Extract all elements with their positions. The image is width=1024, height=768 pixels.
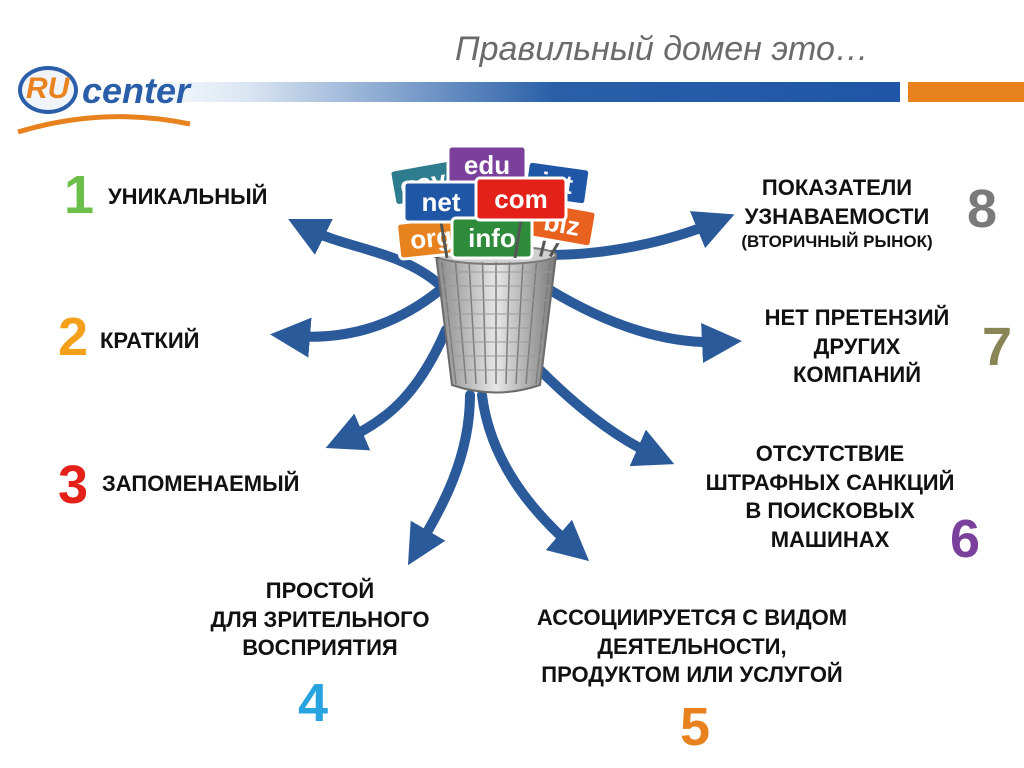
- sign-label: com: [494, 184, 547, 214]
- item-2-label: КРАТКИЙ: [100, 327, 199, 356]
- ru-center-logo: RU center: [14, 62, 204, 142]
- basket-mesh-line: [454, 261, 467, 385]
- basket-mesh-line: [441, 261, 457, 385]
- basket-icon: [434, 245, 558, 394]
- item-8-subline: (ВТОРИЧНЫЙ РЫНОК): [741, 232, 933, 252]
- item-4-label: ПРОСТОЙ ДЛЯ ЗРИТЕЛЬНОГО ВОСПРИЯТИЯ: [170, 577, 470, 663]
- item-1-label: УНИКАЛЬНЫЙ: [108, 183, 267, 212]
- sign-post: [439, 221, 449, 259]
- item-8-line: ПОКАЗАТЕЛИ: [761, 175, 913, 200]
- sign-label: info: [468, 223, 516, 253]
- item-5-line: ПРОДУКТОМ ИЛИ УСЛУГОЙ: [541, 662, 843, 688]
- arrow: [407, 390, 475, 566]
- domain-sign-info: info: [450, 216, 534, 260]
- item-5-line: ДЕЯТЕЛЬНОСТИ,: [597, 633, 787, 659]
- sign-post: [548, 240, 561, 258]
- logo-swoosh-icon: [17, 114, 191, 135]
- item-1-number: 1: [64, 165, 95, 225]
- item-7-number: 7: [982, 317, 1013, 377]
- item-1-line: УНИКАЛЬНЫЙ: [108, 184, 268, 209]
- item-3-label: ЗАПОМЕНАЕМЫЙ: [102, 470, 299, 499]
- sign-label: net: [422, 187, 461, 217]
- item-6-label: ОТСУТСТВИЕ ШТРАФНЫХ САНКЦИЙ В ПОИСКОВЫХ …: [680, 440, 980, 554]
- item-3-number: 3: [58, 455, 89, 515]
- arrow: [270, 285, 445, 358]
- basket-mesh-line: [535, 261, 551, 385]
- arrow: [545, 285, 742, 363]
- sign-label: edu: [464, 150, 510, 180]
- logo-circle: [18, 66, 78, 114]
- item-6-number: 6: [950, 509, 981, 569]
- item-2-line: КРАТКИЙ: [100, 328, 200, 353]
- item-7-label: НЕТ ПРЕТЕНЗИЙ ДРУГИХ КОМПАНИЙ: [722, 304, 992, 390]
- item-5-number: 5: [680, 697, 711, 757]
- item-3-line: ЗАПОМЕНАЕМЫЙ: [102, 471, 300, 496]
- item-7-line: ДРУГИХ: [813, 333, 901, 359]
- sign-post: [513, 219, 523, 259]
- item-6-line: ШТРАФНЫХ САНКЦИЙ: [705, 469, 955, 495]
- sign-board: [474, 176, 568, 222]
- item-4-number: 4: [298, 673, 329, 733]
- item-6-line: МАШИНАХ: [770, 526, 890, 552]
- domain-signs-group: goveduintorgbiznetinfocom: [388, 144, 598, 261]
- basket-mesh-line: [505, 261, 511, 385]
- item-7-line: КОМПАНИЙ: [792, 362, 922, 388]
- basket-mesh-line: [515, 261, 524, 385]
- slide-title: Правильный домен это…: [455, 30, 869, 68]
- arrow: [543, 211, 735, 260]
- item-8-number: 8: [967, 179, 998, 239]
- header-bar-blue: [130, 82, 900, 102]
- domain-sign-net: net: [402, 180, 480, 259]
- domain-sign-com: com: [474, 176, 568, 259]
- item-8-line: УЗНАВАЕМОСТИ: [744, 203, 930, 229]
- basket-mesh-line: [525, 261, 538, 385]
- basket-mesh-line: [468, 261, 477, 385]
- item-8-label: ПОКАЗАТЕЛИ УЗНАВАЕМОСТИ (ВТОРИЧНЫЙ РЫНОК…: [712, 174, 962, 253]
- basket-mesh-line: [481, 261, 487, 385]
- item-6-line: В ПОИСКОВЫХ: [745, 498, 915, 524]
- arrows-group: [270, 211, 742, 566]
- item-5-label: АССОЦИИРУЕТСЯ С ВИДОМ ДЕЯТЕЛЬНОСТИ, ПРОД…: [500, 604, 884, 690]
- logo-center-text: center: [82, 70, 191, 111]
- item-5-line: АССОЦИИРУЕТСЯ С ВИДОМ: [536, 605, 848, 630]
- arrow: [288, 219, 445, 290]
- arrow: [535, 365, 675, 467]
- arrow: [325, 325, 451, 451]
- item-4-line: ПРОСТОЙ: [265, 578, 375, 603]
- item-4-line: ВОСПРИЯТИЯ: [242, 635, 398, 661]
- item-2-number: 2: [58, 307, 89, 367]
- item-6-line: ОТСУТСТВИЕ: [755, 441, 905, 466]
- logo-ru-text: RU: [26, 72, 70, 105]
- arrow: [477, 390, 590, 562]
- header-bar-orange: [908, 82, 1024, 102]
- item-4-line: ДЛЯ ЗРИТЕЛЬНОГО: [210, 606, 430, 632]
- item-7-line: НЕТ ПРЕТЕНЗИЙ: [764, 305, 950, 330]
